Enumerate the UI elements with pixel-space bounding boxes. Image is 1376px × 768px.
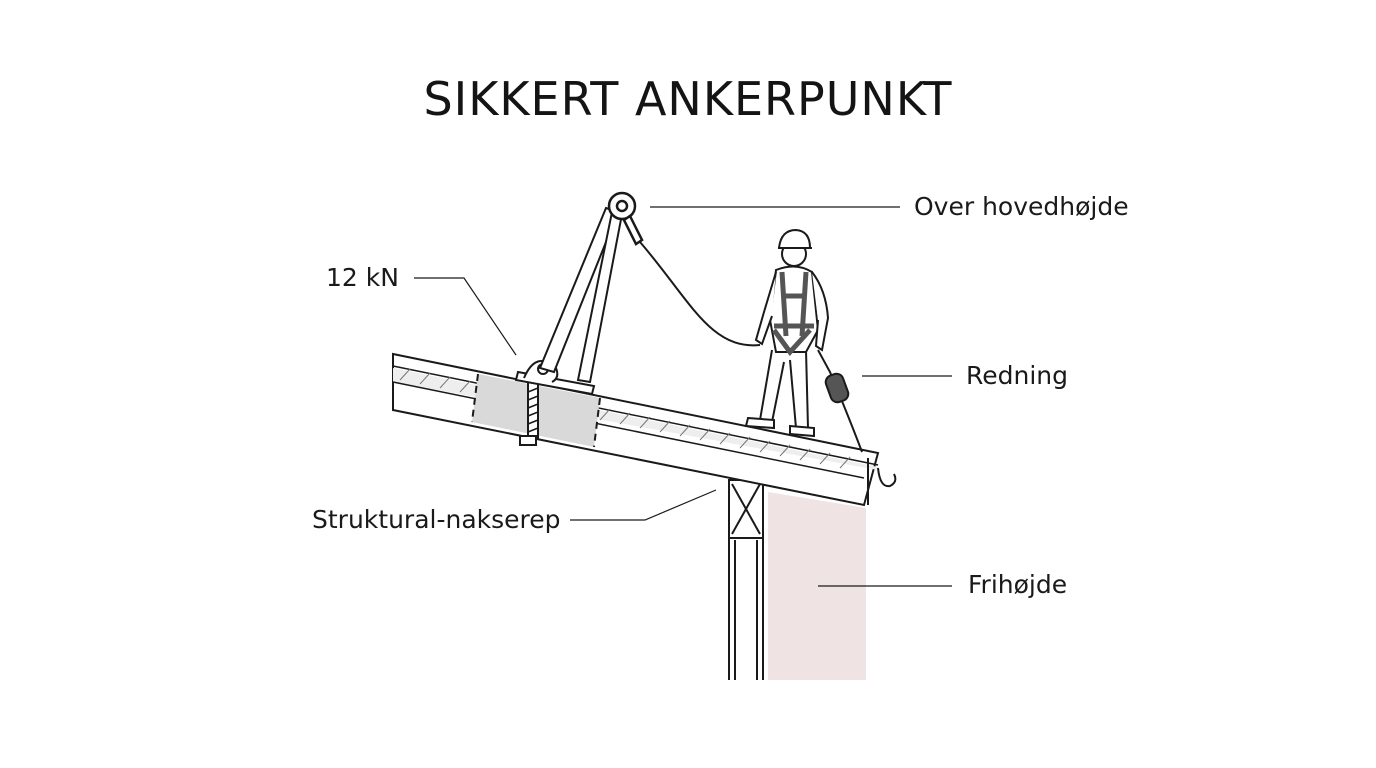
harness	[771, 271, 814, 356]
label-rescue: Redning	[966, 361, 1069, 390]
overhead-anchor-ring	[607, 191, 644, 246]
rescue-device	[824, 372, 850, 404]
label-structural: Struktural-nakserep	[312, 505, 561, 534]
label-overhead: Over hovedhøjde	[914, 192, 1129, 221]
wall-post	[728, 479, 764, 680]
lifeline-rope	[639, 241, 761, 347]
leader-lines	[414, 206, 952, 587]
roof-slab	[392, 352, 897, 507]
label-load: 12 kN	[326, 263, 399, 292]
rescue-line	[817, 349, 863, 453]
anchor-post	[538, 206, 624, 384]
label-clearance: Frihøjde	[968, 570, 1068, 599]
diagram-title: SIKKERT ANKERPUNKT	[423, 72, 953, 126]
clearance-zone	[768, 492, 866, 680]
leader-structural	[570, 489, 717, 521]
leader-load	[414, 277, 517, 356]
